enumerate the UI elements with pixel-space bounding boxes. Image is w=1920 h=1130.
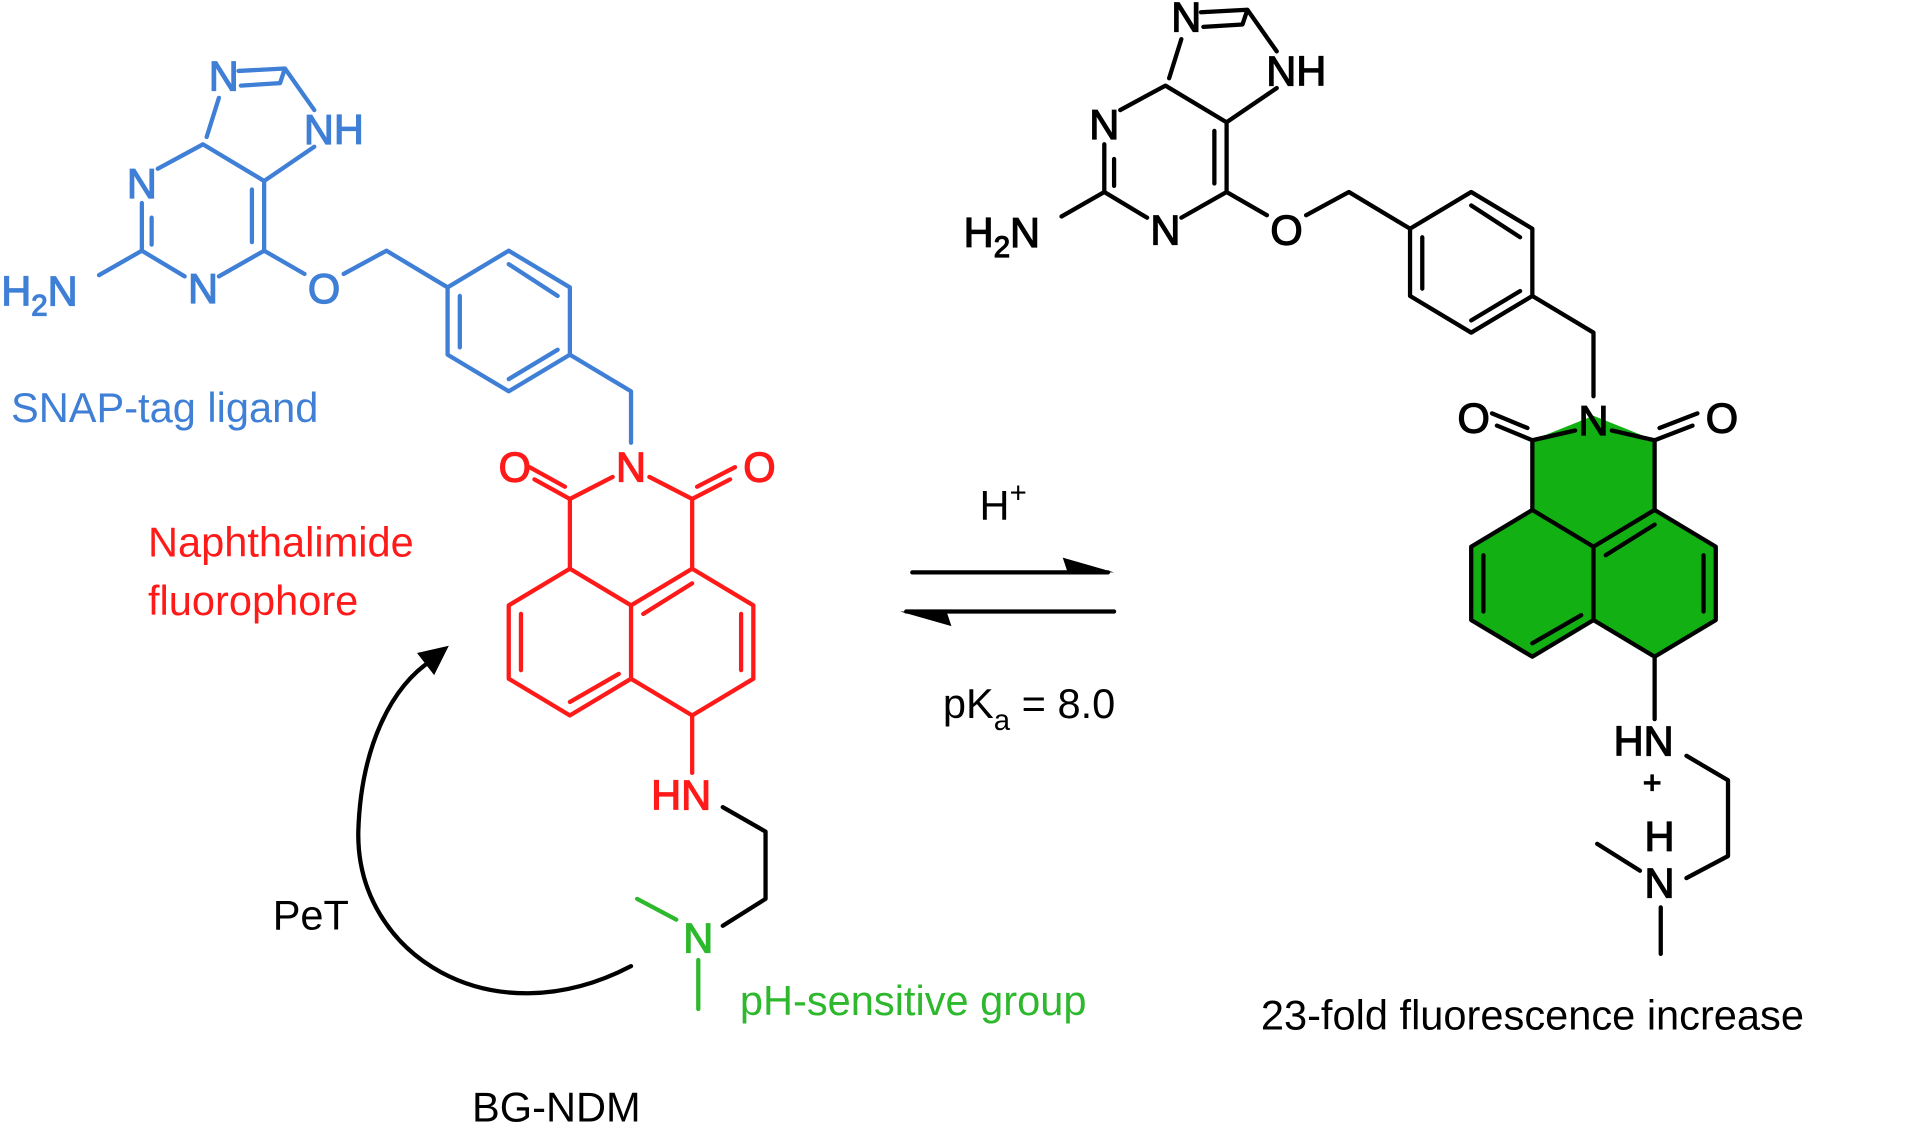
right-atom-n7: N bbox=[1171, 0, 1201, 41]
right-imide-bonds bbox=[1489, 411, 1700, 513]
left-methyl-bonds bbox=[635, 896, 701, 1012]
atom-n7: N bbox=[209, 52, 239, 99]
left-naphthalene-bonds bbox=[506, 566, 756, 718]
right-benzene-bonds bbox=[1407, 189, 1535, 335]
right-atom-o-left: O bbox=[1457, 395, 1489, 442]
label-fluorophore: fluorophore bbox=[148, 577, 358, 624]
left-purine-bonds bbox=[96, 66, 450, 290]
label-snap-tag: SNAP-tag ligand bbox=[11, 384, 318, 431]
right-linker-bond bbox=[1530, 293, 1596, 399]
atom-nh9: NH bbox=[304, 106, 364, 153]
right-atom-n3: N bbox=[1089, 101, 1119, 148]
atom-nh2: H2N bbox=[1, 268, 77, 323]
left-benzene-bonds bbox=[445, 248, 573, 394]
label-naphthalimide: Naphthalimide bbox=[148, 518, 414, 565]
left-snap-ligand: N N N NH O H2N bbox=[1, 52, 634, 445]
right-atom-o-right: O bbox=[1706, 395, 1738, 442]
right-atom-nh9: NH bbox=[1266, 47, 1326, 94]
atom-n1: N bbox=[188, 265, 218, 312]
pet-arrowhead bbox=[417, 645, 449, 676]
label-pka: pKa = 8.0 bbox=[943, 680, 1115, 737]
atom-hn: HN bbox=[651, 771, 711, 818]
right-purine-bonds bbox=[1059, 7, 1413, 231]
atom-imide-n: N bbox=[616, 444, 646, 491]
right-atom-n1: N bbox=[1150, 206, 1180, 253]
right-ethyl-chain bbox=[1684, 753, 1731, 881]
left-naphthalimide: N O O HN bbox=[498, 443, 776, 819]
equilibrium-arrows bbox=[900, 557, 1117, 627]
left-linker-bond bbox=[567, 352, 634, 445]
right-atom-hn: HN bbox=[1614, 718, 1674, 765]
label-pet: PeT bbox=[273, 891, 349, 938]
label-proton: H+ bbox=[980, 477, 1027, 529]
label-compound: BG-NDM bbox=[472, 1083, 641, 1130]
atom-o-left: O bbox=[499, 444, 531, 491]
left-imide-bonds bbox=[527, 465, 738, 571]
right-atom-o: O bbox=[1270, 206, 1302, 253]
right-atom-h: H bbox=[1645, 813, 1675, 860]
label-ph-group: pH-sensitive group bbox=[740, 977, 1087, 1024]
right-charge-plus: + bbox=[1643, 765, 1662, 801]
atom-n3: N bbox=[127, 160, 157, 207]
left-ph-group: N bbox=[635, 896, 714, 1012]
right-naphthalene-bonds bbox=[1469, 507, 1718, 659]
right-atom-imide-n: N bbox=[1578, 397, 1608, 444]
atom-o: O bbox=[308, 265, 340, 312]
label-increase: 23-fold fluorescence increase bbox=[1261, 992, 1804, 1039]
atom-o-right: O bbox=[743, 444, 775, 491]
right-molecule: N N N NH O H2N N O O HN + H N bbox=[963, 0, 1739, 957]
pet-arrow bbox=[356, 658, 634, 996]
atom-n-dimethyl: N bbox=[683, 914, 713, 961]
right-atom-nh2: H2N bbox=[964, 209, 1040, 264]
right-methyl-bonds bbox=[1595, 841, 1663, 957]
right-atom-n-dimethyl: N bbox=[1645, 859, 1675, 906]
left-ethyl-chain bbox=[720, 805, 768, 928]
